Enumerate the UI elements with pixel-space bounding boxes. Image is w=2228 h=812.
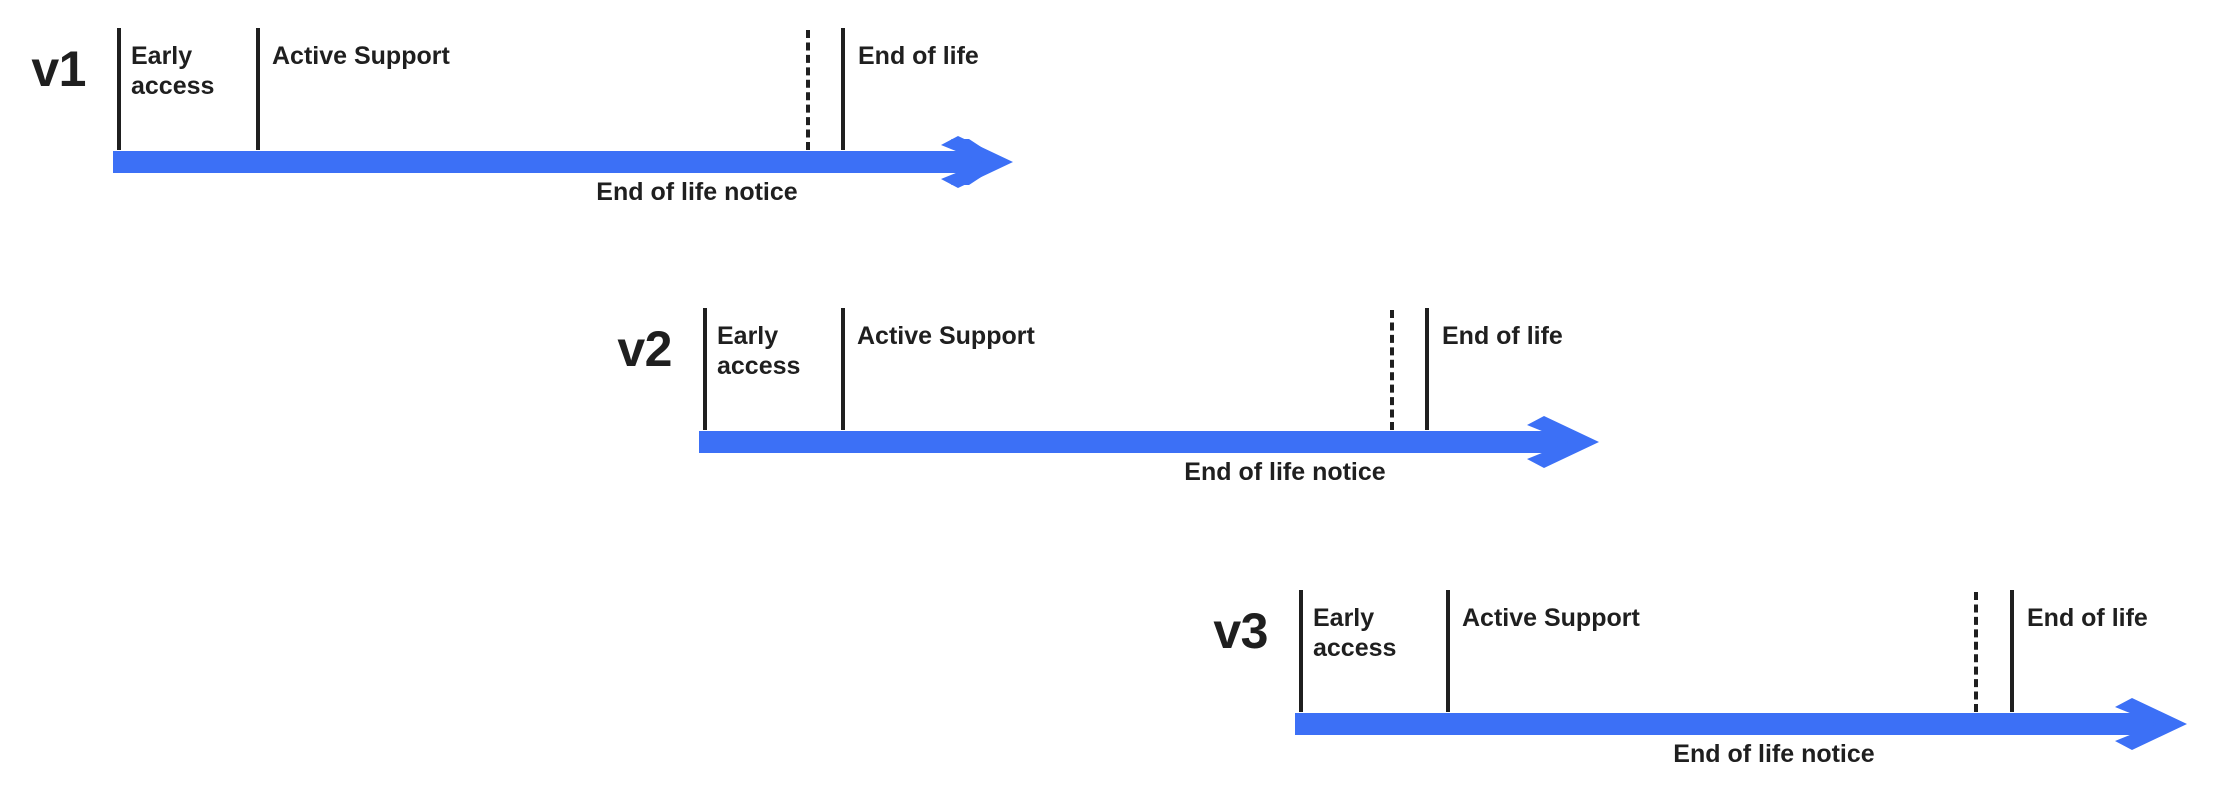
tick-active-support-start-v3 (1446, 590, 1450, 712)
tick-end-of-life-notice-v1 (806, 30, 810, 150)
tick-end-of-life-notice-v2 (1390, 310, 1394, 430)
lifecycle-arrow-v1 (113, 136, 1013, 188)
version-label-v3: v3 (1213, 603, 1268, 659)
timeline-row-v3: v3 Early access Active Support End of li… (0, 562, 2228, 782)
notice-label-v1: End of life notice (596, 178, 798, 206)
version-label-v1: v1 (31, 41, 86, 97)
lifecycle-arrow-v3 (1295, 698, 2187, 750)
tick-end-of-life-start-v3 (2010, 590, 2014, 712)
tick-active-support-start-v1 (256, 28, 260, 150)
timeline-row-v1: v1 Early access Active Support End of li… (0, 0, 1060, 220)
tick-early-access-start-v1 (117, 28, 121, 150)
timeline-row-v2: v2 Early access Active Support End of li… (0, 280, 1660, 500)
phase-label-active-support-v1: Active Support (272, 42, 450, 70)
tick-active-support-start-v2 (841, 308, 845, 430)
phase-label-early-access-v2: Early access (717, 322, 801, 380)
tick-end-of-life-notice-v3 (1974, 592, 1978, 712)
phase-label-end-of-life-v1: End of life (858, 42, 979, 70)
notice-label-v3: End of life notice (1673, 740, 1875, 768)
notice-label-v2: End of life notice (1184, 458, 1386, 486)
lifecycle-arrow-v2 (699, 416, 1599, 468)
phase-label-early-access-v3: Early access (1313, 604, 1397, 662)
tick-end-of-life-start-v1 (841, 28, 845, 150)
tick-end-of-life-start-v2 (1425, 308, 1429, 430)
phase-label-active-support-v3: Active Support (1462, 604, 1640, 632)
version-label-v2: v2 (617, 321, 672, 377)
tick-early-access-start-v2 (703, 308, 707, 430)
tick-early-access-start-v3 (1299, 590, 1303, 712)
phase-label-end-of-life-v2: End of life (1442, 322, 1563, 350)
phase-label-end-of-life-v3: End of life (2027, 604, 2148, 632)
phase-label-active-support-v2: Active Support (857, 322, 1035, 350)
phase-label-early-access-v1: Early access (131, 42, 215, 100)
